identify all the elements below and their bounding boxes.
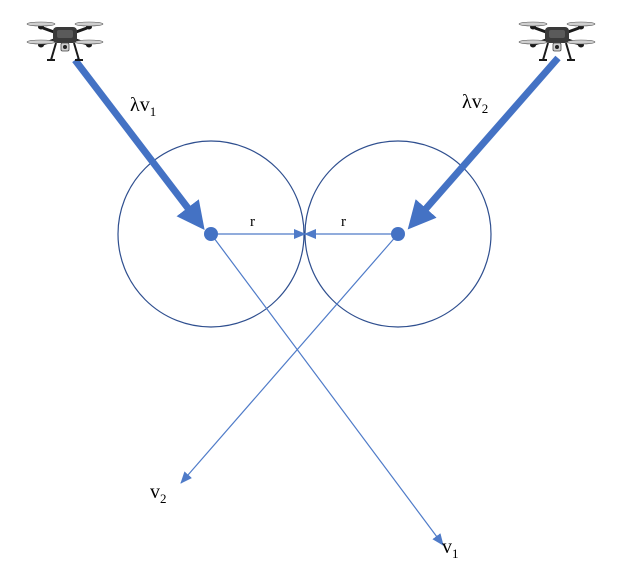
left-drone-icon	[25, 20, 105, 62]
left-center-point	[204, 227, 218, 241]
lambda-v2-arrow	[407, 55, 561, 230]
lambda-v2-label: λv2	[462, 91, 488, 116]
v1-label: v1	[442, 536, 459, 561]
lambda-v1-arrow	[72, 57, 205, 231]
v1-velocity-line	[210, 233, 444, 546]
radius-right-label: r	[341, 214, 346, 230]
lambda-v1-label: λv1	[130, 94, 156, 119]
v2-velocity-line	[180, 233, 399, 484]
right-center-point	[391, 227, 405, 241]
radius-left-label: r	[250, 214, 255, 230]
v2-label: v2	[150, 481, 167, 506]
right-drone-icon	[517, 20, 597, 62]
